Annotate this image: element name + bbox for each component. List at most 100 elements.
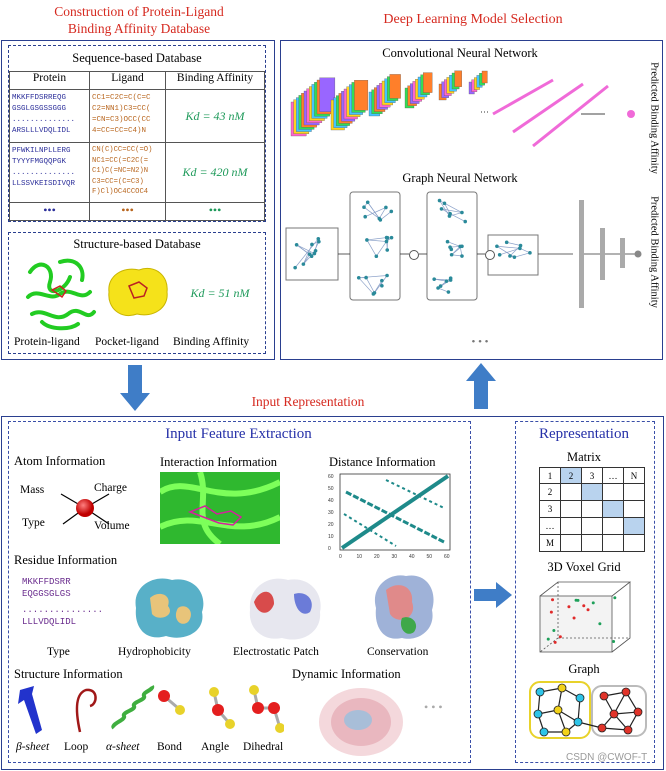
label-dihedral: Dihedral — [243, 741, 284, 753]
matrix-cell — [602, 483, 624, 501]
graph-edge — [514, 252, 531, 258]
graph-node — [365, 238, 369, 242]
structure-element-icons — [18, 685, 284, 734]
smiles-line: 4=CC=CC=C4)N — [92, 127, 147, 135]
graph-edge — [303, 244, 313, 265]
graph-node — [389, 209, 394, 214]
seq-line: TYYYFMGQQPGK — [12, 158, 67, 166]
representation-title: Representation — [539, 426, 629, 442]
seq-line: ARSLLLVDQLIDL — [12, 127, 71, 135]
graph-node — [535, 687, 545, 697]
seq-line: .............. — [12, 116, 76, 124]
voxel-atom-dot — [598, 622, 602, 626]
structure-database-box — [8, 232, 266, 354]
voxel-grid-title: 3D Voxel Grid — [547, 560, 621, 574]
graph-edge — [374, 275, 388, 294]
graph-node — [518, 246, 522, 251]
voxel-atom-dot — [591, 601, 595, 605]
graph-edge — [444, 203, 451, 214]
residue-sequence: MKKFFDSRR EQGGSGLGS ............... LLLV… — [22, 576, 103, 628]
residue-label-hydrophobicity: Hydrophobicity — [118, 646, 191, 658]
voxel-atom-dot — [576, 598, 580, 602]
seq-line: MKKFFDSRREQG — [12, 94, 67, 102]
graph-edge — [380, 211, 392, 221]
atom-info-title: Atom Information — [14, 454, 106, 468]
smiles-line: F)Cl)OC4CCOC4 — [92, 188, 149, 196]
cnn-output-label-box: Predicted Binding Affinity — [646, 62, 662, 174]
dynamic-info-title: Dynamic Information — [292, 667, 401, 681]
loop-icon — [75, 688, 97, 733]
alpha-helix-icon — [111, 685, 155, 730]
graph-edge — [449, 213, 466, 222]
cnn-architecture-diagram — [290, 70, 635, 148]
graph-edge — [437, 287, 449, 293]
graph-node — [512, 255, 517, 259]
atom-label-volume: Volume — [94, 520, 130, 532]
graph-node — [363, 214, 368, 219]
gnn-output-label-box: Predicted Binding Affinity — [646, 182, 662, 322]
y-tick-label: 40 — [328, 498, 334, 504]
row2-protein: PFWKILNPLLERG TYYYFMGQQPGK .............… — [9, 142, 90, 203]
row-more-protein: ••• — [9, 202, 90, 221]
matrix-row-header: … — [539, 517, 561, 535]
representation-box — [515, 421, 655, 763]
feature-map-slice — [454, 70, 462, 87]
graph-node — [445, 239, 450, 244]
matrix-cell-highlight — [623, 517, 645, 535]
graph-node — [599, 691, 609, 701]
row2-affinity: Kd = 420 nM — [165, 142, 265, 203]
graph-node — [460, 210, 464, 215]
graph-node — [389, 235, 394, 240]
matrix-cell — [581, 500, 603, 518]
input-graph-box — [285, 227, 339, 281]
dihedral-icon — [249, 685, 284, 733]
matrix-cell — [602, 517, 624, 535]
label-protein-ligand: Protein-ligand — [14, 336, 80, 348]
matrix-col-header: 2 — [560, 467, 582, 484]
graph-node — [301, 262, 306, 266]
graph-edge — [499, 247, 521, 256]
label-pocket-ligand: Pocket-ligand — [95, 336, 159, 348]
gnn-more-dots: • • • — [471, 336, 489, 348]
gnn-output-node — [634, 250, 642, 258]
graph-node — [497, 252, 502, 257]
protein-ligand-structure-image — [26, 258, 96, 331]
seq-line: PFWKILNPLLERG — [12, 147, 71, 155]
voxel-atom-dot — [612, 640, 616, 644]
row-more-affinity: ••• — [165, 202, 265, 221]
graph-edge — [439, 200, 450, 217]
graph-node — [384, 205, 388, 210]
graph-edge — [447, 241, 461, 247]
graph-node — [448, 276, 453, 280]
graph-node — [533, 709, 543, 719]
voxel-atom-dot — [558, 635, 562, 639]
feature-map-slice — [389, 74, 401, 99]
x-tick-label: 0 — [339, 554, 342, 560]
col-header-affinity: Binding Affinity — [165, 71, 265, 90]
matrix-title: Matrix — [566, 450, 602, 464]
graph-edge — [365, 277, 375, 294]
graph-edge — [366, 239, 377, 257]
graph-node — [444, 279, 449, 283]
smiles-line: C1)C(=NC=N2)N — [92, 167, 149, 175]
row1-affinity: Kd = 43 nM — [165, 89, 265, 143]
row-more-ligand: ••• — [89, 202, 166, 221]
voxel-atom-dot — [613, 596, 617, 600]
model-panel — [280, 40, 663, 360]
graph-edge — [519, 248, 531, 254]
matrix-cell-highlight — [581, 483, 603, 501]
graph-edge — [366, 239, 387, 242]
matrix-cell — [623, 500, 645, 518]
row1-ligand: CC1=C2C=C(C=C C2=NN1)C3=CC( =CN=C3)OCC(C… — [89, 89, 166, 143]
dynamic-trajectory-cloud — [319, 688, 403, 756]
graph-node — [313, 248, 318, 253]
structure-affinity-value: Kd = 51 nM — [190, 286, 250, 300]
feature-extraction-title: Input Feature Extraction — [165, 426, 312, 442]
right-section-title: Deep Learning Model Selection — [383, 12, 563, 27]
graph-node — [553, 705, 563, 715]
matrix-cell — [560, 500, 582, 518]
conservation-surface-image — [374, 575, 434, 639]
graph-node — [365, 200, 370, 205]
voxel-atom-dot — [567, 605, 571, 609]
graph-node — [446, 290, 451, 294]
